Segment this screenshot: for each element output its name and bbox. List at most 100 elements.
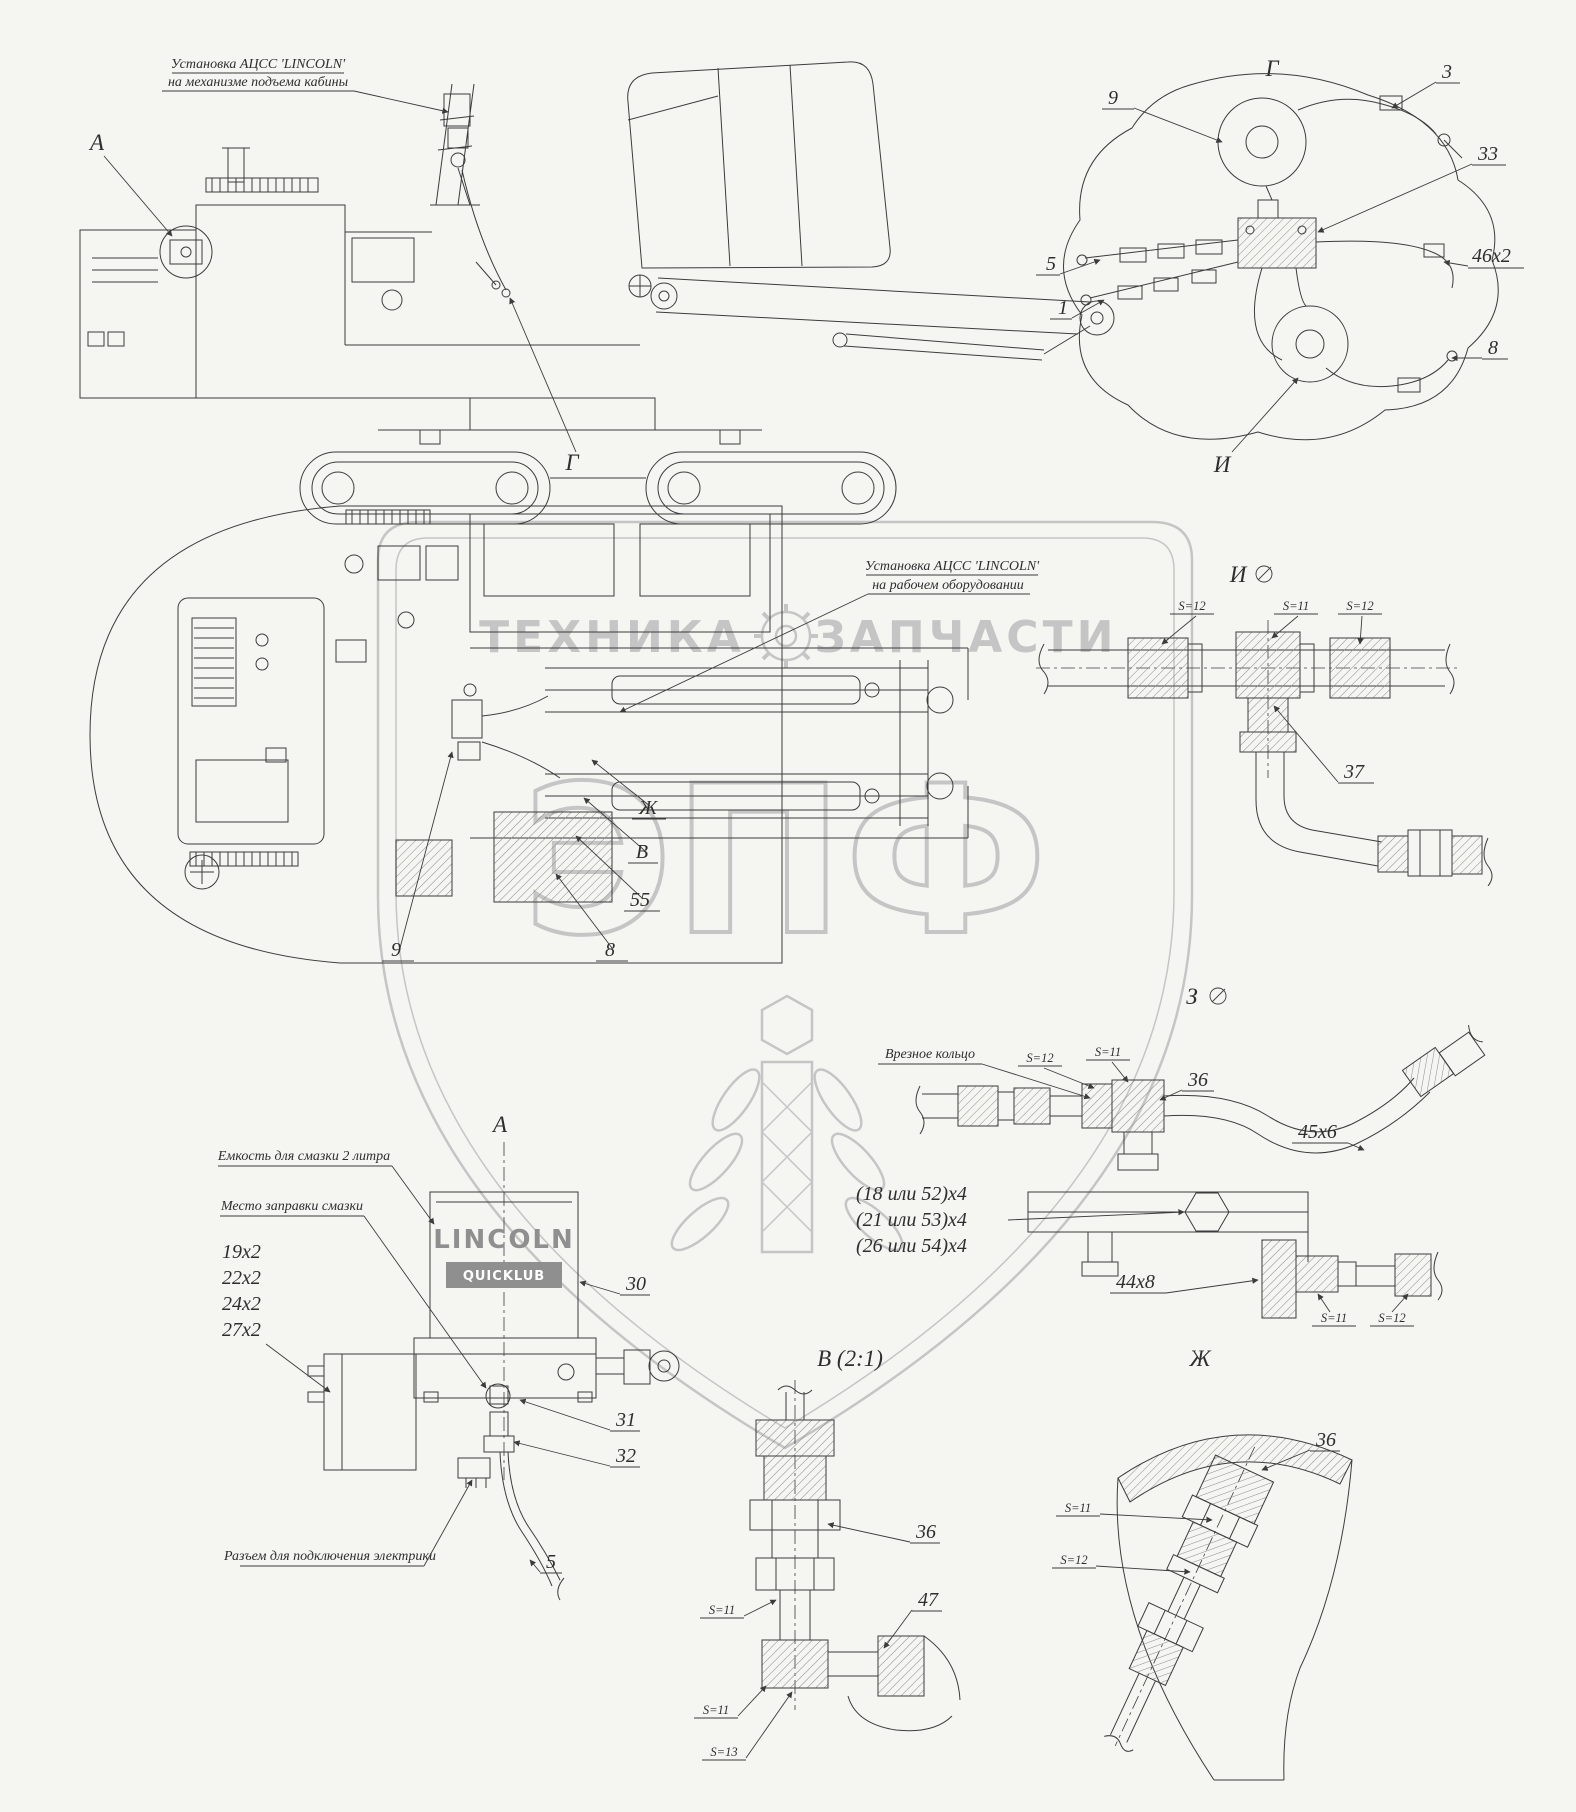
- boom-plan-lines: [545, 660, 929, 826]
- pump-unit-side: [159, 225, 213, 279]
- callout-36-v: 36: [915, 1521, 936, 1543]
- brand-quicklub: QUICKLUB: [463, 1269, 545, 1284]
- exhaust-stack: [227, 147, 245, 183]
- cab: [627, 61, 891, 269]
- qty-24x2: 24х2: [222, 1293, 261, 1315]
- s-label-mid: S=11: [1283, 599, 1309, 613]
- note-cab-lift-line2: на механизме подъема кабины: [168, 75, 348, 90]
- grille-lines: [194, 627, 234, 699]
- pump-unit-plan: [451, 683, 561, 779]
- corner-fitting: [1111, 1079, 1165, 1133]
- hex-bolt: [1184, 1192, 1230, 1232]
- wall-boss: [877, 1635, 925, 1697]
- detail-v-header: В (2:1): [817, 1346, 883, 1371]
- mounting-plate: [323, 1353, 417, 1471]
- wall-fitting-assembly: [1104, 1446, 1275, 1752]
- undercarriage: [299, 397, 897, 525]
- callout-8: 8: [1488, 337, 1498, 359]
- callout-1: 1: [1058, 297, 1068, 319]
- callout-5-hose: 5: [546, 1551, 556, 1573]
- callout-8-plan: 8: [605, 939, 615, 961]
- view-marker-a: А: [88, 130, 105, 155]
- s-label-left: S=12: [1178, 599, 1205, 613]
- callout-36-z: 36: [1187, 1069, 1208, 1091]
- callout-9: 9: [1108, 87, 1118, 109]
- note-cab-lift-line1: Установка АЦСС 'LINCOLN': [171, 57, 346, 72]
- s-label-j1: S=11: [1065, 1501, 1091, 1515]
- detail-j-header: Ж: [1188, 1346, 1211, 1371]
- plan-note-work-equipment: Установка АЦСС 'LINCOLN' на рабочем обор…: [619, 559, 1040, 713]
- plan-callouts: 9 8 55 В Ж: [382, 751, 666, 962]
- detail-g-header: Г: [1264, 56, 1279, 81]
- watermark-word-2: ЗАПЧАСТИ: [815, 612, 1118, 663]
- callout-31: 31: [615, 1409, 636, 1431]
- gear-icon: [754, 604, 818, 668]
- detail-i: И S=12 S=11 S=12 37: [1036, 562, 1493, 887]
- s-label-j2: S=12: [1060, 1553, 1087, 1567]
- s-label-1: S=12: [1026, 1051, 1053, 1065]
- callout-33: 33: [1477, 143, 1498, 165]
- wheat-emblem-icon: [670, 994, 904, 1254]
- qty-27x2: 27х2: [222, 1319, 261, 1341]
- qty-22x2: 22х2: [222, 1267, 261, 1289]
- handrail-ticks: [211, 178, 309, 192]
- detail-v-labels: S=11 36 47 S=11 S=13: [694, 1521, 942, 1761]
- detail-g: Г 9 3 33 5 46х2 1 8: [1036, 56, 1524, 477]
- note-work-line1: Установка АЦСС 'LINCOLN': [865, 559, 1040, 574]
- s-label-v1: S=11: [709, 1603, 735, 1617]
- callout-9-plan: 9: [391, 939, 401, 961]
- note-reservoir: Емкость для смазки 2 литра: [217, 1149, 390, 1164]
- vent-ticks: [195, 852, 293, 866]
- cutting-ring-fitting: [1081, 1083, 1113, 1129]
- detail-a: А LINCOLN QUICKLUB Емкость для смазки 2 …: [217, 1112, 680, 1601]
- plan-view: Установка АЦСС 'LINCOLN' на рабочем обор…: [89, 505, 1040, 964]
- s-label-4: S=12: [1378, 1311, 1405, 1325]
- grease-distributor-block: [1237, 217, 1317, 269]
- tee-fitting: [1235, 631, 1301, 699]
- filler-fitting: [485, 1383, 511, 1409]
- detail-z-header: З: [1186, 984, 1197, 1009]
- engine-hood: [177, 597, 325, 845]
- detail-i-header: И: [1229, 562, 1248, 587]
- callout-32: 32: [615, 1445, 636, 1467]
- callout-55: 55: [630, 889, 650, 911]
- callout-46x2: 46х2: [1472, 245, 1511, 267]
- cab-lift-mechanism: [430, 83, 511, 298]
- s-label-3: S=11: [1321, 1311, 1347, 1325]
- elbow-fitting: [761, 1639, 829, 1689]
- marker-i: И: [1213, 452, 1232, 477]
- callout-45x6: 45х6: [1298, 1121, 1337, 1143]
- detail-g-callouts: 9 3 33 5 46х2 1 8 И: [1036, 61, 1524, 477]
- marker-j: Ж: [638, 797, 659, 819]
- watermark-logo: ТЕХНИКА ЗАПЧАСТИ ЭПФ: [376, 520, 1194, 1450]
- s-label-right: S=12: [1346, 599, 1373, 613]
- callout-30: 30: [625, 1273, 646, 1295]
- marker-v: В: [636, 841, 648, 863]
- side-view: Установка АЦСС 'LINCOLN' на механизме по…: [79, 57, 1115, 525]
- option-line-3: (26 или 54)х4: [856, 1235, 967, 1257]
- callout-47: 47: [918, 1589, 939, 1611]
- grating-ticks: [351, 510, 425, 524]
- option-line-2: (21 или 53)х4: [856, 1209, 967, 1231]
- note-electrical: Разъем для подключения электрики: [223, 1549, 436, 1564]
- view-marker-g: Г: [564, 450, 579, 475]
- detail-i-labels: S=12 S=11 S=12 37: [1161, 599, 1382, 784]
- s-label-v2: S=11: [703, 1703, 729, 1717]
- note-cutting-ring: Врезное кольцо: [885, 1047, 975, 1062]
- note-work-line2: на рабочем оборудовании: [872, 578, 1024, 593]
- detail-z: З Врезное кольцо S=12 S=11 36 4: [856, 984, 1486, 1327]
- detail-z-labels: Врезное кольцо S=12 S=11 36 45х6 (18 или…: [856, 1045, 1414, 1327]
- boom: [628, 274, 1115, 361]
- view-direction-icon: [1209, 987, 1227, 1005]
- electrical-connector: [457, 1457, 491, 1479]
- qty-19x2: 19х2: [222, 1241, 261, 1263]
- callout-36-j: 36: [1315, 1429, 1336, 1451]
- watermark-word-1: ТЕХНИКА: [479, 612, 745, 663]
- detail-a-header: А: [491, 1112, 508, 1137]
- detail-j: Ж 36 S=11 S=12: [1052, 1346, 1353, 1781]
- callout-5: 5: [1046, 253, 1056, 275]
- note-fill-point: Место заправки смазки: [220, 1199, 363, 1214]
- callout-3: 3: [1441, 61, 1452, 83]
